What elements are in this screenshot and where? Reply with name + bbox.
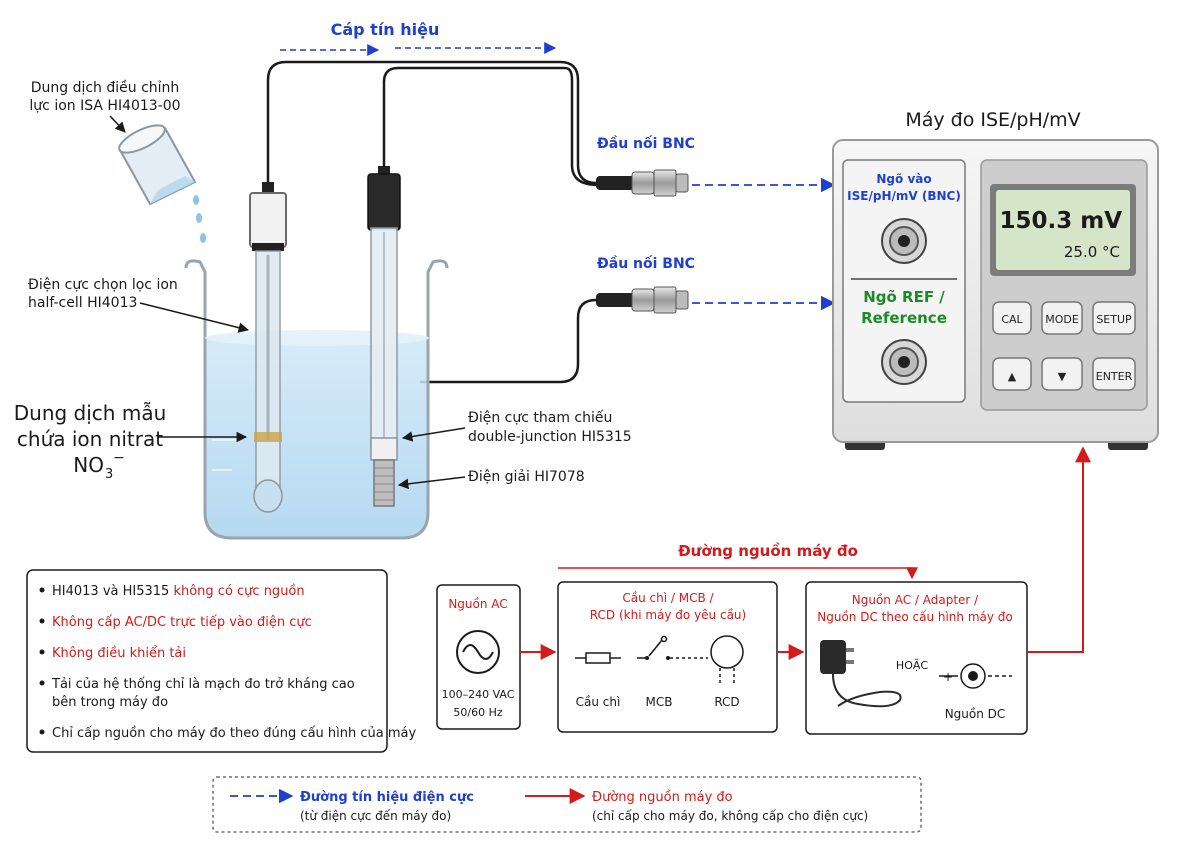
meter-input-label-line1: Ngõ vào bbox=[876, 172, 931, 186]
protection-title-line1: Cầu chì / MCB / bbox=[622, 591, 714, 605]
legend-box bbox=[212, 776, 922, 833]
sample-label-line1: Dung dịch mẫu bbox=[14, 401, 167, 425]
bnc-connector-bottom bbox=[596, 286, 689, 314]
note-4: Tải của hệ thống chỉ là mạch đo trở khán… bbox=[51, 677, 355, 692]
down-button[interactable]: ▼ bbox=[1041, 357, 1083, 391]
reference-electrode bbox=[367, 166, 401, 507]
ise-label-line2: half-cell HI4013 bbox=[28, 295, 137, 311]
bnc-connector-top bbox=[596, 169, 689, 197]
ac-spec-voltage: 100–240 VAC bbox=[442, 688, 515, 701]
ise-electrode bbox=[249, 182, 287, 513]
power-path-arrow bbox=[558, 567, 918, 580]
isa-pointer bbox=[109, 115, 126, 133]
bnc-top-label: Đầu nối BNC bbox=[597, 135, 695, 152]
svg-text:▲: ▲ bbox=[1008, 370, 1017, 383]
beaker bbox=[184, 259, 449, 540]
ref-label-line2: double-junction HI5315 bbox=[468, 429, 632, 445]
meter-title: Máy đo ISE/pH/mV bbox=[905, 109, 1080, 131]
svg-text:ENTER: ENTER bbox=[1096, 370, 1133, 383]
power-path-label: Đường nguồn máy đo bbox=[678, 541, 858, 560]
ref-cable bbox=[382, 66, 599, 187]
dc-label: Nguồn DC bbox=[945, 707, 1006, 721]
cal-button[interactable]: CAL bbox=[992, 301, 1032, 335]
rcd-label: RCD bbox=[714, 695, 739, 709]
ise-cable bbox=[266, 60, 615, 185]
notes-box bbox=[26, 569, 388, 753]
protection-box bbox=[557, 581, 778, 733]
fuse-label: Cầu chì bbox=[576, 695, 621, 709]
ref-label-line1: Điện cực tham chiếu bbox=[468, 409, 612, 426]
electrolyte-pointer bbox=[397, 476, 466, 490]
legend-signal-title: Đường tín hiệu điện cực bbox=[300, 790, 474, 805]
ise-label-line1: Điện cực chọn lọc ion bbox=[28, 277, 178, 293]
display-value: 150.3 mV bbox=[999, 208, 1122, 234]
svg-text:CAL: CAL bbox=[1001, 313, 1023, 326]
legend-power-desc: (chỉ cấp cho máy đo, không cấp cho điện … bbox=[592, 809, 868, 823]
note-1: HI4013 và HI5315 không có cực nguồn bbox=[52, 584, 305, 599]
isa-label-line2: lực ion ISA HI4013-00 bbox=[29, 98, 180, 114]
svg-text:+: + bbox=[943, 670, 953, 684]
notes-list: HI4013 và HI5315 không có cực nguồn Khôn… bbox=[39, 584, 416, 741]
ac-source-title: Nguồn AC bbox=[448, 597, 507, 611]
ac-source-box bbox=[436, 584, 521, 730]
note-3: Không điều khiển tải bbox=[52, 646, 186, 661]
sample-label-line2: chứa ion nitrat bbox=[17, 427, 163, 451]
meter-input-label-line2: ISE/pH/mV (BNC) bbox=[847, 189, 961, 203]
display-temp: 25.0 °C bbox=[1064, 243, 1120, 261]
meter-bnc-ref-icon bbox=[881, 339, 927, 385]
legend-power-title: Đường nguồn máy đo bbox=[592, 790, 733, 805]
legend-signal-desc: (từ điện cực đến máy đo) bbox=[300, 809, 451, 823]
setup-button[interactable]: SETUP bbox=[1092, 301, 1136, 335]
mcb-label: MCB bbox=[646, 695, 673, 709]
sample-label-sup: − bbox=[113, 450, 125, 466]
ise-pointer bbox=[139, 302, 250, 333]
protection-title-line2: RCD (khi máy đo yêu cầu) bbox=[590, 608, 746, 622]
mode-button[interactable]: MODE bbox=[1041, 301, 1083, 335]
ac-spec-freq: 50/60 Hz bbox=[453, 706, 502, 719]
power-to-meter-arrow bbox=[1027, 446, 1091, 653]
bnc-bottom-label: Đầu nối BNC bbox=[597, 255, 695, 272]
note-2: Không cấp AC/DC trực tiếp vào điện cực bbox=[52, 615, 312, 630]
svg-text:MODE: MODE bbox=[1045, 313, 1079, 326]
ref-pointer bbox=[401, 427, 466, 442]
note-4-cont: bên trong máy đo bbox=[52, 695, 168, 710]
electrolyte-label: Điện giải HI7078 bbox=[468, 469, 585, 485]
isa-label-line1: Dung dịch điều chỉnh bbox=[31, 79, 180, 96]
meter-ref-label-line2: Reference bbox=[861, 309, 947, 327]
sample-label-sub: 3 bbox=[105, 467, 113, 482]
meter-ref-label-line1: Ngõ REF / bbox=[863, 288, 945, 306]
enter-button[interactable]: ENTER bbox=[1092, 357, 1136, 391]
supply-box: + bbox=[805, 581, 1028, 735]
supply-title-line2: Nguồn DC theo cấu hình máy đo bbox=[817, 610, 1013, 624]
supply-title-line1: Nguồn AC / Adapter / bbox=[852, 593, 979, 607]
up-button[interactable]: ▲ bbox=[992, 357, 1032, 391]
svg-text:SETUP: SETUP bbox=[1096, 313, 1132, 326]
svg-text:▼: ▼ bbox=[1058, 370, 1067, 383]
meter-bnc-input-icon bbox=[881, 218, 927, 264]
note-5: Chỉ cấp nguồn cho máy đo theo đúng cấu h… bbox=[52, 726, 416, 741]
sample-label-line3: NO bbox=[73, 453, 104, 477]
ref-cable-lower bbox=[420, 298, 615, 384]
isa-bottle bbox=[118, 124, 206, 243]
or-label: HOẶC bbox=[896, 659, 928, 672]
signal-cable-label: Cáp tín hiệu bbox=[331, 20, 440, 39]
